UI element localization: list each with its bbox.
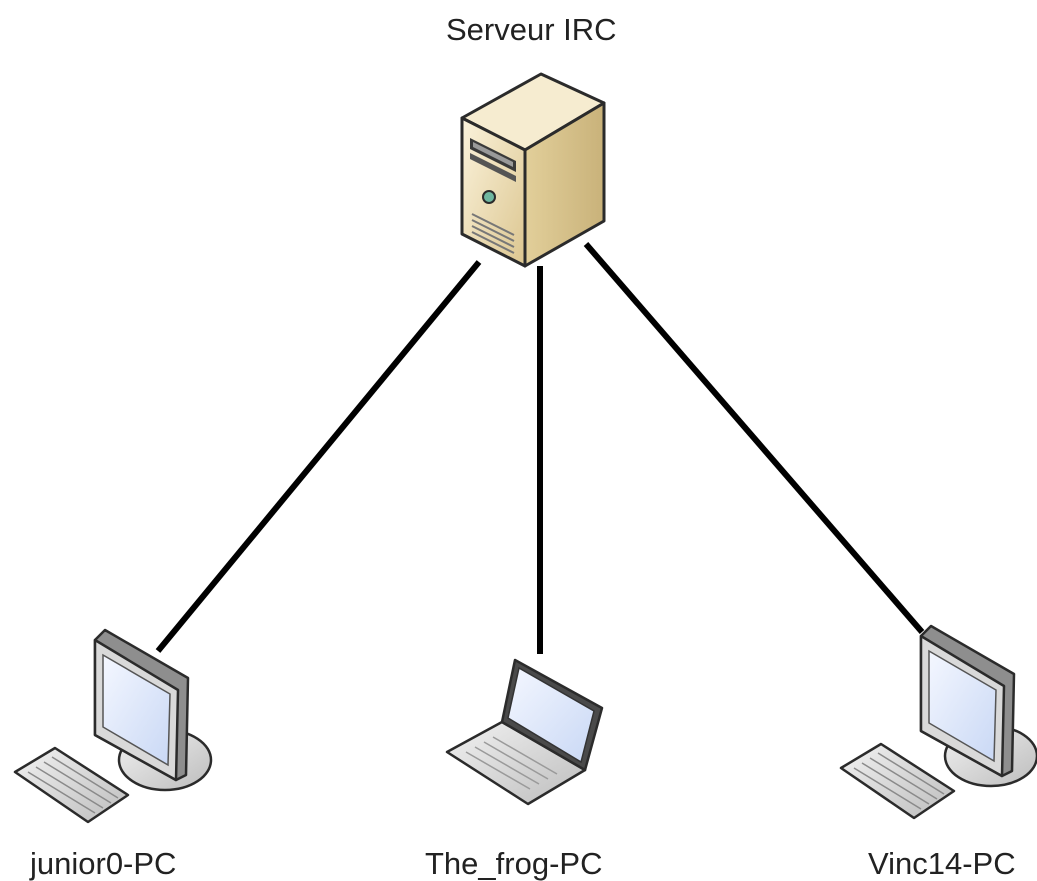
client-label-vinc14: Vinc14-PC — [868, 846, 1016, 881]
desktop-computer-icon — [839, 624, 1037, 820]
client-label-junior0: junior0-PC — [30, 846, 177, 881]
client-label-thefrog: The_frog-PC — [425, 846, 603, 881]
server-tower-icon — [460, 72, 606, 268]
connections — [155, 242, 925, 654]
link-server-vinc14 — [583, 242, 925, 634]
link-server-junior0 — [155, 260, 482, 653]
laptop-icon — [445, 658, 604, 806]
server-label: Serveur IRC — [446, 12, 617, 47]
desktop-computer-icon — [13, 628, 213, 824]
